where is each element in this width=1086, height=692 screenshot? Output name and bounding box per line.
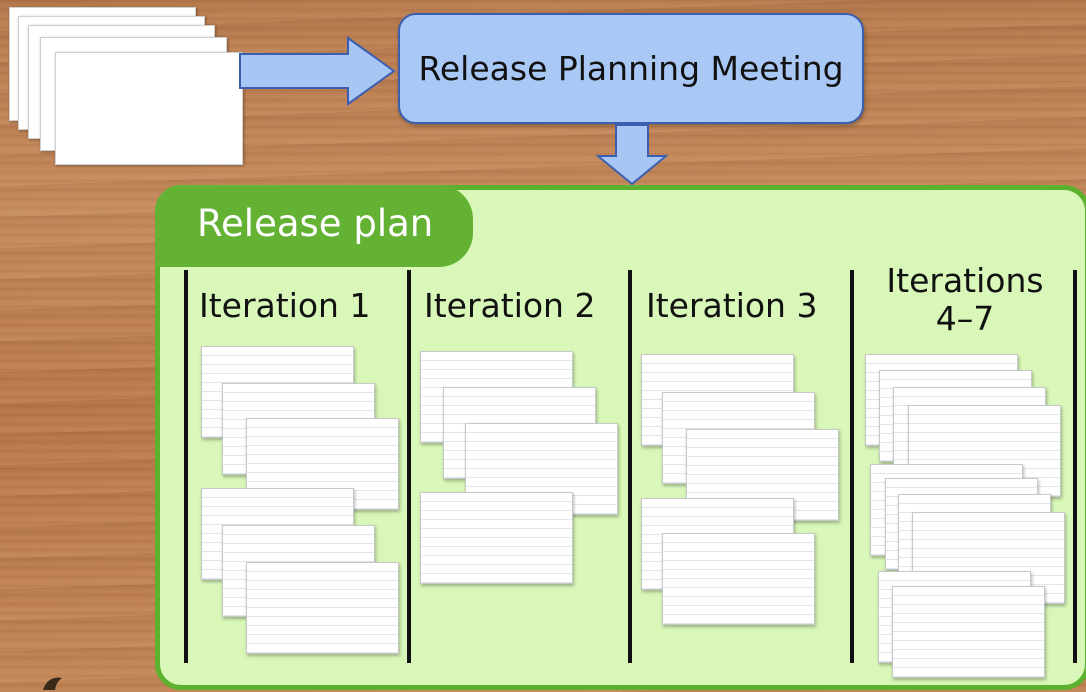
arrow-down-icon — [596, 124, 668, 186]
story-card — [246, 562, 399, 654]
story-card — [420, 492, 573, 584]
column-divider — [850, 270, 854, 663]
column-title-iteration-2: Iteration 2 — [424, 286, 596, 325]
column-title-iteration-3: Iteration 3 — [646, 286, 818, 325]
release-plan-title: Release plan — [197, 202, 434, 245]
column-divider — [1073, 270, 1077, 663]
logo-mark-icon — [43, 677, 62, 690]
column-divider — [184, 270, 188, 663]
column-divider — [407, 270, 411, 663]
column-title-iteration-1: Iteration 1 — [199, 286, 371, 325]
meeting-label: Release Planning Meeting — [418, 49, 844, 88]
column-divider — [628, 270, 632, 663]
story-card — [892, 586, 1045, 678]
story-card — [662, 533, 815, 625]
column-title-iterations-4-7: Iterations 4–7 — [870, 262, 1060, 338]
release-planning-meeting-box: Release Planning Meeting — [398, 13, 864, 124]
arrow-right-icon — [239, 36, 396, 106]
column-title-line1: Iterations — [886, 261, 1044, 300]
column-title-line2: 4–7 — [935, 299, 995, 338]
release-plan-tab: Release plan — [155, 185, 473, 267]
story-card — [55, 52, 243, 165]
